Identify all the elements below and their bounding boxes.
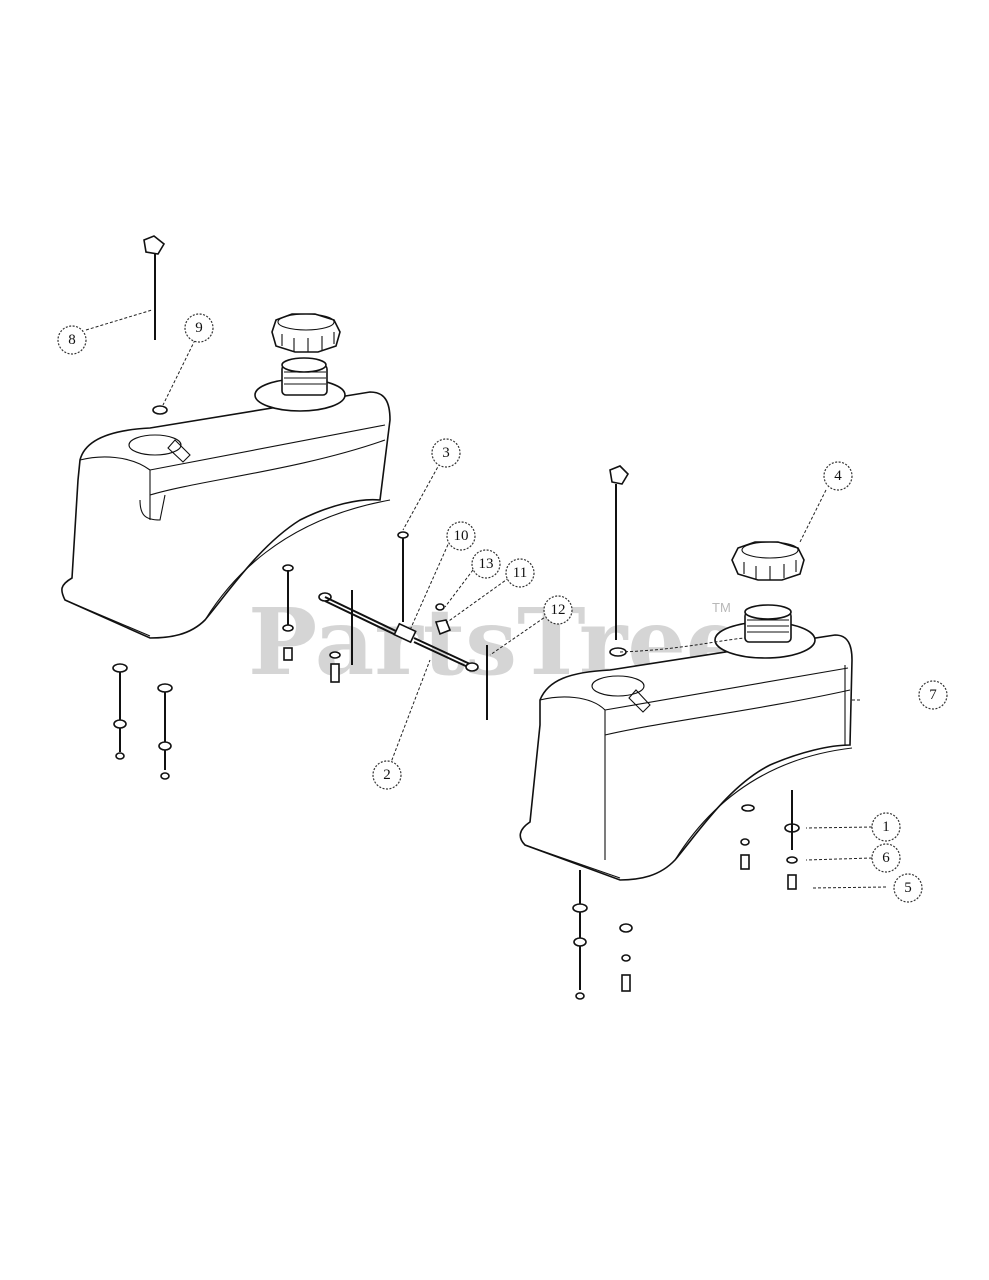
callout-11: 11 xyxy=(505,558,535,588)
crossover-assembly xyxy=(318,531,488,720)
callout-2: 2 xyxy=(372,760,402,790)
callout-5-label: 5 xyxy=(904,880,912,896)
callout-2-label: 2 xyxy=(383,767,391,783)
callout-8-label: 8 xyxy=(68,332,76,348)
right-fuel-cap xyxy=(731,541,805,581)
callout-10: 10 xyxy=(446,521,476,551)
callout-12: 12 xyxy=(543,595,573,625)
left-fuel-cap xyxy=(271,313,341,353)
callout-12-label: 12 xyxy=(551,602,566,618)
callout-11-label: 11 xyxy=(513,565,527,581)
right-filler-neck xyxy=(714,604,816,659)
watermark-tm: TM xyxy=(712,600,731,615)
callout-1-label: 1 xyxy=(882,819,890,835)
right-hardware xyxy=(572,790,800,1000)
callout-9: 9 xyxy=(184,313,214,343)
callout-4: 4 xyxy=(823,461,853,491)
callout-7-label: 7 xyxy=(929,687,937,703)
left-filler-neck xyxy=(254,357,346,412)
right-fuel-fitting xyxy=(609,465,630,657)
callout-6: 6 xyxy=(871,843,901,873)
leader-lines xyxy=(85,309,887,889)
callout-6-label: 6 xyxy=(882,850,890,866)
left-fuel-fitting xyxy=(143,235,168,415)
callout-3-label: 3 xyxy=(442,445,450,461)
callout-13: 13 xyxy=(471,549,501,579)
left-fuel-tank xyxy=(61,391,391,639)
callout-1: 1 xyxy=(871,812,901,842)
callout-5: 5 xyxy=(893,873,923,903)
callout-8: 8 xyxy=(57,325,87,355)
right-fuel-tank xyxy=(519,634,853,881)
callout-13-label: 13 xyxy=(479,556,494,572)
callout-4-label: 4 xyxy=(834,468,842,484)
left-hardware xyxy=(112,564,353,780)
callout-10-label: 10 xyxy=(454,528,469,544)
callout-3: 3 xyxy=(431,438,461,468)
callout-9-label: 9 xyxy=(195,320,203,336)
callout-7: 7 xyxy=(918,680,948,710)
